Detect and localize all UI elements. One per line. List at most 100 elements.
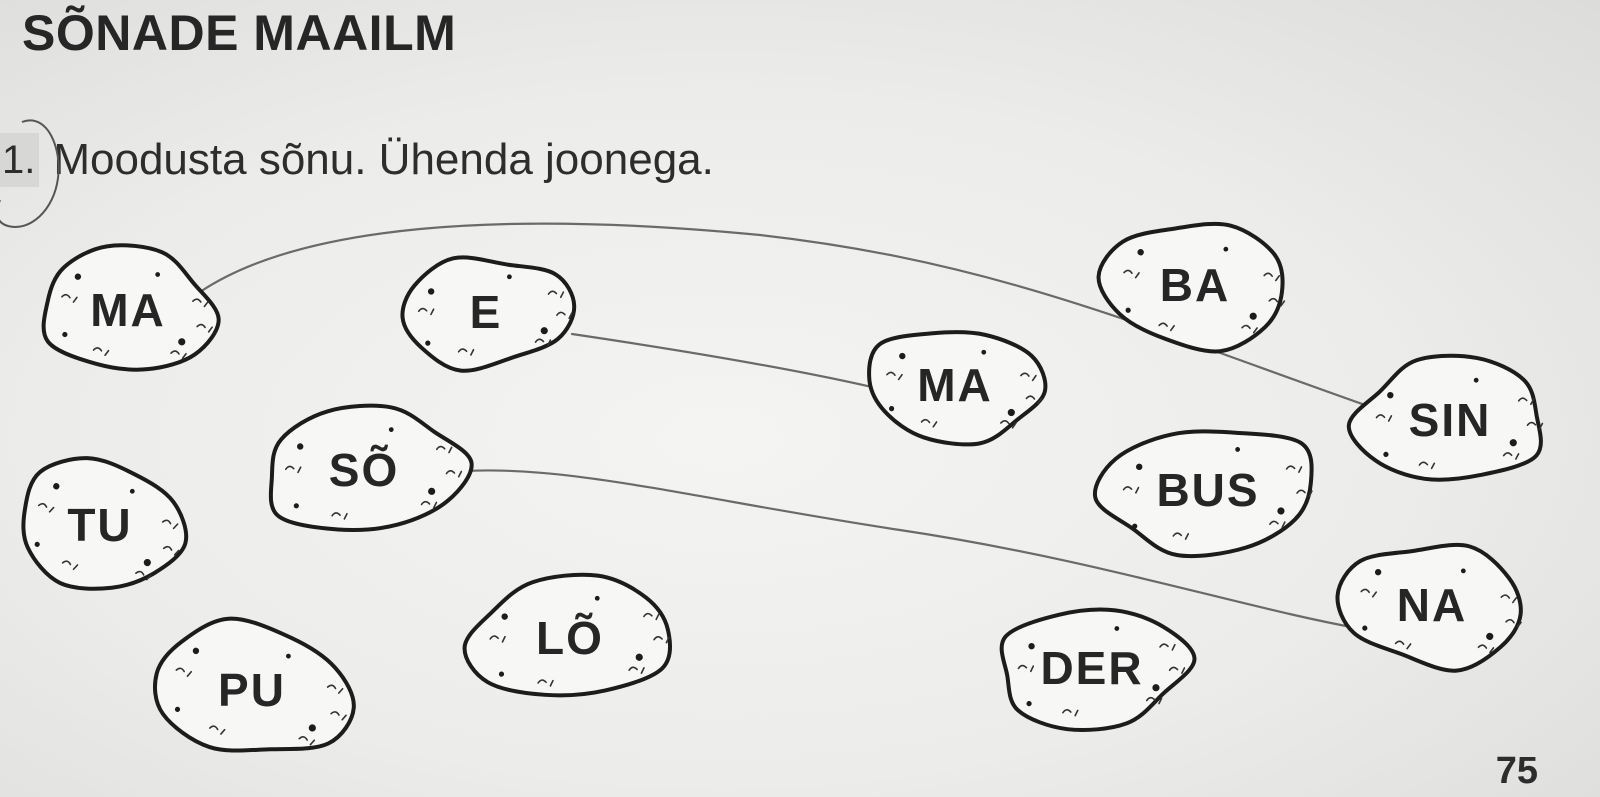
stone-so[interactable]: SÕ xyxy=(265,399,476,536)
stone-texture-speck xyxy=(1020,372,1037,382)
stone-texture-dot xyxy=(129,488,135,494)
stone-texture-speck xyxy=(1062,709,1079,717)
stone-sin[interactable]: SIN xyxy=(1345,351,1545,485)
stone-texture-speck xyxy=(556,311,573,320)
stone-texture-dot xyxy=(74,273,82,280)
stone-texture-speck xyxy=(1285,465,1303,473)
stone-bus[interactable]: BUS xyxy=(1091,424,1317,563)
stone-texture-dot xyxy=(192,647,200,655)
stone-na[interactable]: NA xyxy=(1331,533,1528,678)
stone-syllable: BA xyxy=(1160,259,1230,311)
stone-texture-speck xyxy=(1122,486,1140,494)
stone-texture-dot xyxy=(899,352,906,360)
stone-shape xyxy=(1092,429,1314,559)
stone-pu[interactable]: PU xyxy=(145,607,365,771)
stone-texture-speck xyxy=(61,293,78,303)
task-1: 1. Moodusta sõnu. Ühenda joonega. xyxy=(0,130,714,190)
stone-texture-speck xyxy=(192,298,209,308)
stone-der[interactable]: DER xyxy=(999,601,1200,737)
stone-texture-dot xyxy=(1383,451,1389,458)
stone-syllable: MA xyxy=(917,359,993,411)
stone-texture-speck xyxy=(1158,322,1175,332)
stone-texture-dot xyxy=(53,483,60,490)
stone-texture-dot xyxy=(1114,626,1120,631)
stone-texture-dot xyxy=(981,349,987,355)
stone-texture-speck xyxy=(435,445,453,454)
stone-texture-dot xyxy=(1152,684,1160,692)
stone-texture-dot xyxy=(427,288,435,295)
stone-texture-dot xyxy=(888,406,895,412)
stone-texture-dot xyxy=(425,340,431,346)
stone-ma-middle[interactable]: MA xyxy=(864,326,1048,450)
stone-texture-speck xyxy=(1502,452,1520,460)
stone-texture-dot xyxy=(501,613,508,620)
stone-texture-speck xyxy=(420,500,438,509)
stone-texture-speck xyxy=(1268,297,1286,307)
stone-shape xyxy=(1335,542,1523,673)
stone-texture-speck xyxy=(643,612,660,621)
stone-texture-speck xyxy=(1505,618,1522,628)
stone-texture-speck xyxy=(284,465,302,474)
stone-texture-dot xyxy=(34,541,40,547)
stone-syllable: NA xyxy=(1397,579,1467,631)
stone-texture-dot xyxy=(594,595,600,601)
stone-texture-speck xyxy=(1526,421,1544,430)
stone-texture-dot xyxy=(428,487,436,495)
stone-texture-speck xyxy=(196,323,213,333)
stone-texture-speck xyxy=(1025,395,1043,405)
page-number: 75 xyxy=(1495,750,1538,792)
stone-texture-dot xyxy=(1007,408,1015,417)
stone-texture-dot xyxy=(1249,312,1257,320)
stone-syllable: SIN xyxy=(1409,394,1492,446)
stone-texture-dot xyxy=(1362,625,1368,631)
stone-texture-speck xyxy=(326,684,344,694)
stone-texture-dot xyxy=(1026,701,1032,707)
stone-texture-speck xyxy=(1375,414,1393,422)
stone-texture-speck xyxy=(1360,588,1378,598)
stone-e[interactable]: E xyxy=(399,250,579,375)
stone-texture-speck xyxy=(1159,643,1176,651)
stone-texture-speck xyxy=(37,502,55,513)
stone-texture-speck xyxy=(1269,520,1286,529)
stone-ba[interactable]: BA xyxy=(1093,214,1291,357)
stone-texture-dot xyxy=(143,558,151,567)
stone-lo[interactable]: LÕ xyxy=(459,567,674,704)
stone-texture-speck xyxy=(1168,666,1186,674)
stone-texture-speck xyxy=(61,560,79,571)
stone-texture-dot xyxy=(62,331,68,338)
stone-tu[interactable]: TU xyxy=(11,447,199,608)
stone-texture-speck xyxy=(161,519,179,530)
stone-syllable: TU xyxy=(67,499,132,551)
stone-shape xyxy=(268,403,474,532)
stone-texture-speck xyxy=(1394,640,1412,650)
stone-ma-left[interactable]: MA xyxy=(40,237,226,378)
stone-syllable: LÕ xyxy=(536,612,604,664)
stone-texture-speck xyxy=(537,679,554,687)
stone-texture-speck xyxy=(1418,461,1436,470)
stone-shape xyxy=(1096,221,1285,354)
stone-texture-speck xyxy=(331,512,348,520)
stone-texture-speck xyxy=(1123,269,1140,279)
stone-texture-dot xyxy=(1473,377,1479,383)
stone-texture-speck xyxy=(653,636,670,644)
stone-texture-dot xyxy=(388,427,394,433)
stone-texture-speck xyxy=(1241,324,1258,334)
stone-texture-dot xyxy=(1277,507,1285,515)
stone-texture-speck xyxy=(1477,644,1495,654)
stone-texture-dot xyxy=(1137,249,1144,256)
stone-texture-dot xyxy=(1132,523,1138,529)
stone-syllable: MA xyxy=(90,284,166,336)
stone-texture-speck xyxy=(175,667,193,677)
stone-texture-speck xyxy=(417,307,435,316)
stone-texture-dot xyxy=(174,706,181,712)
stone-texture-speck xyxy=(628,666,645,674)
stone-texture-speck xyxy=(208,725,226,735)
stone-texture-speck xyxy=(457,348,475,356)
stone-texture-dot xyxy=(1235,447,1241,452)
task-instruction: Moodusta sõnu. Ühenda joonega. xyxy=(53,135,714,184)
stone-texture-speck xyxy=(886,371,903,381)
stone-texture-speck xyxy=(920,418,938,428)
stone-texture-speck xyxy=(489,635,506,643)
